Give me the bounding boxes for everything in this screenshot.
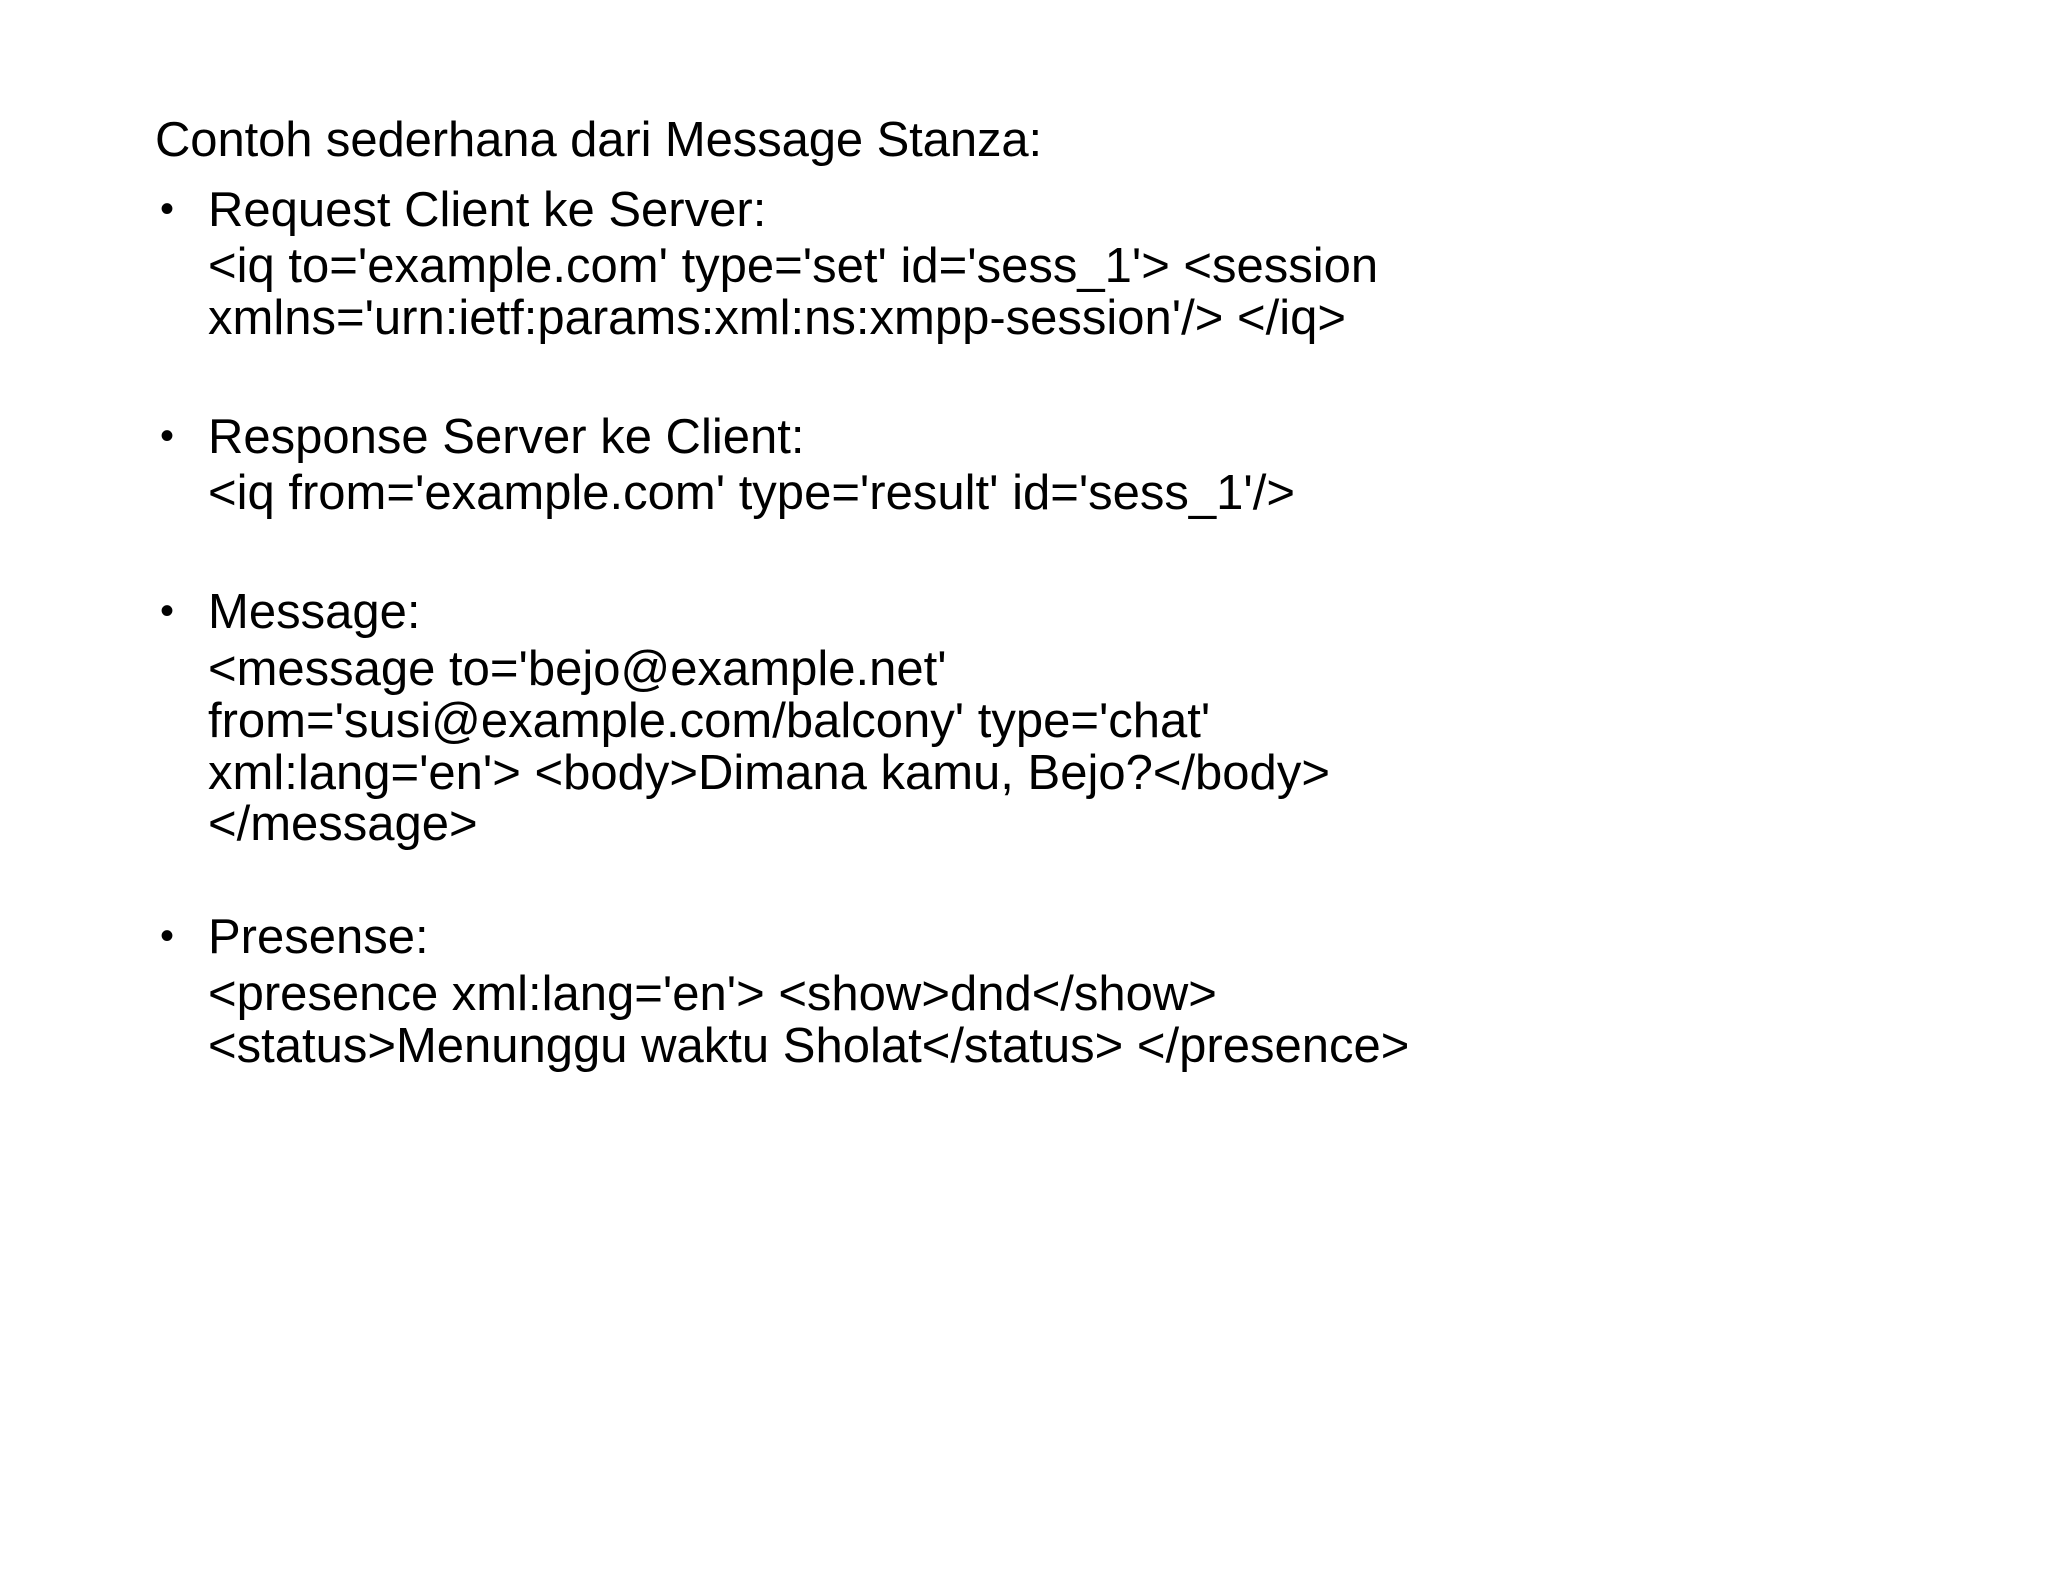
code-line: <iq from='example.com' type='result' id=…: [208, 466, 1296, 521]
code-line: <iq to='example.com' type='set' id='sess…: [208, 239, 1379, 294]
code-line: from='susi@example.com/balcony' type='ch…: [208, 693, 1211, 748]
list-item: • Message:: [155, 584, 1515, 641]
slide-content-frame: Contoh sederhana dari Message Stanza: • …: [155, 112, 1515, 1073]
list-item: • Request Client ke Server:: [155, 182, 1515, 239]
spacer: [155, 520, 1515, 584]
bullet-group-presence: • Presense: <presence xml:lang='en'> <sh…: [155, 909, 1515, 1072]
list-item: • Presense:: [155, 909, 1515, 966]
code-line: <message to='bejo@example.net': [208, 641, 947, 696]
bullet-label-message: Message:: [208, 585, 421, 640]
code-block-presence: <presence xml:lang='en'> <show>dnd</show…: [155, 966, 1515, 1073]
bullet-dot-icon: •: [160, 914, 175, 959]
bullet-group-message: • Message: <message to='bejo@example.net…: [155, 584, 1515, 851]
code-line: xmlns='urn:ietf:params:xml:ns:xmpp-sessi…: [208, 291, 1346, 346]
list-item: • Response Server ke Client:: [155, 409, 1515, 466]
bullet-dot-icon: •: [160, 589, 175, 634]
code-line: xml:lang='en'> <body>Dimana kamu, Bejo?<…: [208, 745, 1330, 800]
code-line: </message>: [208, 797, 478, 852]
code-block-request: <iq to='example.com' type='set' id='sess…: [155, 239, 1515, 346]
bullet-label-response: Response Server ke Client:: [208, 410, 805, 465]
spacer: [155, 345, 1515, 409]
bullet-group-request: • Request Client ke Server: <iq to='exam…: [155, 182, 1515, 345]
spacer: [155, 851, 1515, 909]
bullet-dot-icon: •: [160, 414, 175, 459]
bullet-label-request: Request Client ke Server:: [208, 182, 767, 237]
code-line: <presence xml:lang='en'> <show>dnd</show…: [208, 966, 1217, 1021]
page-title: Contoh sederhana dari Message Stanza:: [155, 113, 1043, 167]
code-block-response: <iq from='example.com' type='result' id=…: [155, 466, 1515, 521]
bullet-label-presence: Presense:: [208, 910, 429, 965]
code-block-message: <message to='bejo@example.net' from='sus…: [155, 641, 1515, 852]
bullet-group-response: • Response Server ke Client: <iq from='e…: [155, 409, 1515, 520]
bullet-dot-icon: •: [160, 186, 175, 231]
code-line: <status>Menunggu waktu Sholat</status> <…: [208, 1018, 1410, 1073]
